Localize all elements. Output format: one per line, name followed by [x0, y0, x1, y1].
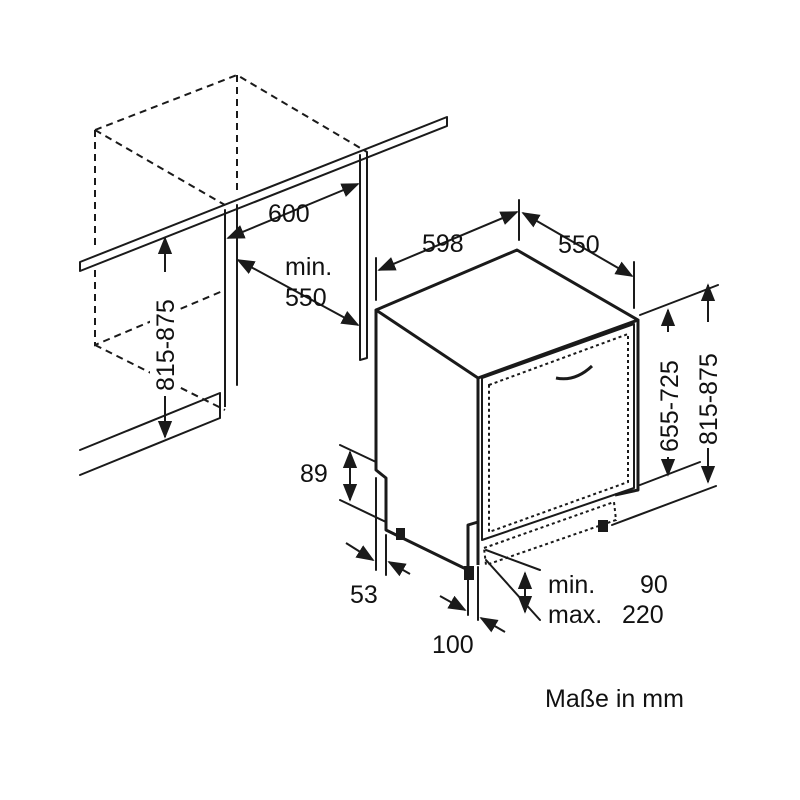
dim-niche-depth-min-label: min.: [285, 253, 332, 281]
dim-recess-arrow-right: [387, 561, 411, 577]
dim-plinth-range-extension: [485, 549, 541, 621]
dim-foot-arrow-right: [479, 617, 506, 633]
dim-plinth-max-value: 220: [622, 601, 664, 629]
dim-plinth-height-label: 89: [300, 460, 328, 488]
dim-niche-width-label: 600: [268, 200, 310, 228]
dim-plinth-min-label: min.: [548, 571, 595, 599]
dim-89-extension: [339, 444, 387, 523]
worktop: [79, 116, 448, 272]
foot-front-right: [598, 520, 608, 532]
dim-niche-height-label: 815-875: [152, 299, 180, 391]
dim-appliance-height-label: 815-875: [695, 353, 723, 445]
dim-niche-depth-line: [236, 259, 360, 326]
units-note: Maße in mm: [545, 685, 684, 713]
upper-cabinet-outline: [94, 73, 368, 250]
dim-appliance-width-label: 598: [422, 230, 464, 258]
dim-53-extension: [375, 477, 387, 576]
dim-door-height-label: 655-725: [656, 360, 684, 452]
dim-appliance-width-line: [377, 211, 519, 271]
dishwasher-front: [476, 320, 640, 565]
door-handle: [555, 364, 594, 381]
floor-lines: [79, 392, 221, 476]
dim-recess-arrow-left: [345, 542, 375, 561]
foot-back-left: [396, 528, 405, 540]
dim-width-extension: [375, 199, 520, 301]
dishwasher-top: [374, 248, 640, 380]
dim-plinth-min-value: 90: [640, 571, 668, 599]
kitchen-niche: [79, 73, 448, 476]
dim-niche-width-line: [226, 183, 360, 239]
dim-plinth-recess-label: 53: [350, 581, 378, 609]
dim-appliance-depth-line: [521, 212, 634, 277]
dim-plinth-max-label: max.: [548, 601, 602, 629]
dishwasher-door-outline: [481, 323, 635, 541]
dim-appliance-depth-label: 550: [558, 231, 600, 259]
dishwasher-door-inner: [488, 332, 629, 534]
dishwasher-plinth: [482, 500, 618, 567]
dim-foot-offset-label: 100: [432, 631, 474, 659]
dim-niche-depth-value: 550: [285, 284, 327, 312]
dishwasher-side: [374, 310, 479, 572]
dishwasher-appliance: [374, 248, 640, 580]
dim-100-extension: [467, 566, 479, 621]
dim-foot-arrow-left: [439, 595, 467, 611]
